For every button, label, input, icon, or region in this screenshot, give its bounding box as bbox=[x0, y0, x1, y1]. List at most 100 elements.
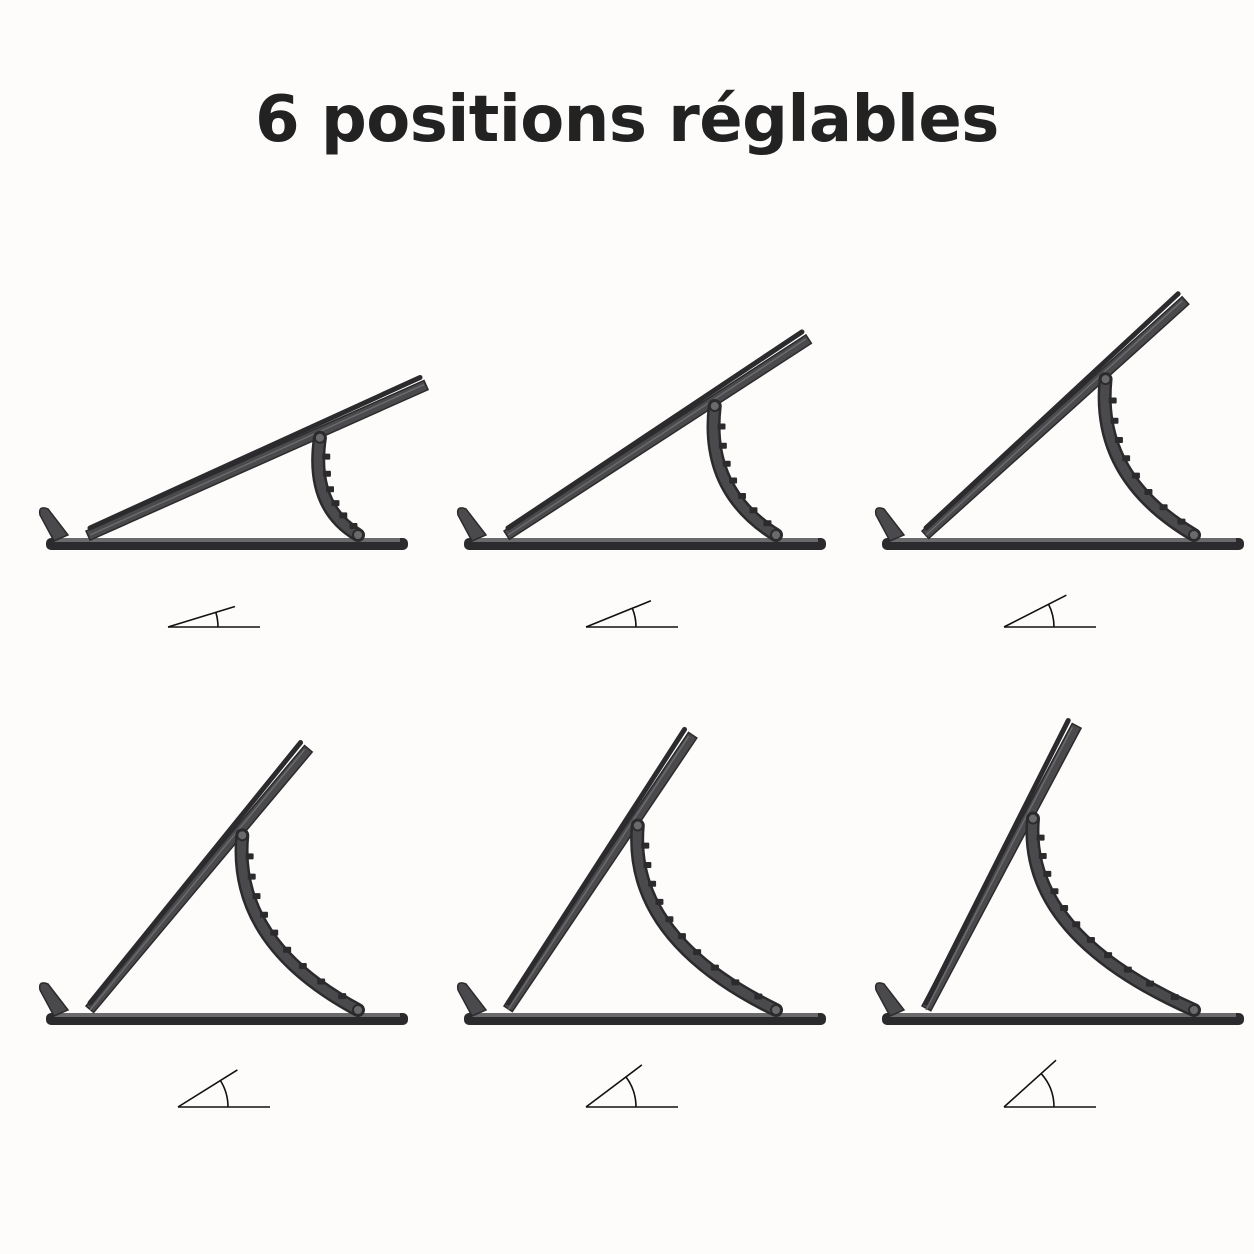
stand-arm-tooth bbox=[1043, 870, 1052, 877]
stand-panel bbox=[502, 731, 698, 1013]
position-6 bbox=[836, 625, 1254, 1108]
stand-arm-tooth bbox=[1170, 994, 1179, 1001]
stand-arm-tooth bbox=[731, 979, 740, 986]
stand-arm-tooth bbox=[1122, 455, 1131, 462]
stand-base-highlight bbox=[472, 538, 818, 542]
stand-arm-tooth bbox=[1104, 952, 1113, 959]
stand-front-lip bbox=[874, 982, 906, 1017]
stand-base-highlight bbox=[890, 1013, 1236, 1017]
stand-arm-tooth bbox=[1036, 834, 1045, 841]
stand-support-arm-face bbox=[632, 821, 781, 1015]
angle-icon bbox=[1003, 594, 1096, 628]
angle-icon-arm bbox=[1003, 1059, 1057, 1108]
stand-arm-tooth bbox=[322, 453, 331, 460]
stand-panel-rail bbox=[87, 375, 423, 531]
stand-pivot-pin bbox=[708, 400, 721, 413]
stand-base-highlight bbox=[472, 1013, 818, 1017]
stand-arm-tooth bbox=[338, 993, 347, 1000]
stand-front-lip bbox=[38, 507, 70, 542]
angle-icon-arc bbox=[625, 1076, 637, 1108]
stand-panel-highlight bbox=[507, 736, 690, 1011]
stand-pivot-pin bbox=[631, 819, 644, 832]
angle-icon-arm bbox=[177, 1069, 238, 1108]
stand-group bbox=[874, 291, 1244, 550]
angle-icon-arc bbox=[1047, 603, 1055, 628]
stand-arm-tooth bbox=[722, 460, 731, 467]
stand-panel bbox=[920, 722, 1083, 1012]
stand-group bbox=[456, 726, 826, 1025]
laptop-stand-illustration bbox=[456, 726, 826, 1108]
stand-front-lip bbox=[456, 507, 488, 542]
stand-support-arm-face bbox=[1027, 814, 1199, 1015]
laptop-stand-illustration bbox=[38, 740, 408, 1108]
stand-panel-rail bbox=[505, 329, 805, 531]
stand-panel-rail bbox=[505, 726, 688, 1006]
stand-arm-tooth bbox=[1144, 488, 1153, 495]
angle-icon-arm bbox=[1003, 594, 1067, 628]
laptop-stand-illustration bbox=[456, 329, 826, 628]
stand-arm-tooth bbox=[349, 523, 358, 530]
stand-panel-highlight bbox=[507, 338, 807, 536]
stand-arm-tooth bbox=[643, 862, 652, 869]
stand-front-lip bbox=[456, 982, 488, 1017]
stand-arm-tooth bbox=[665, 916, 674, 923]
position-3 bbox=[836, 150, 1254, 630]
stand-panel bbox=[84, 744, 314, 1014]
stand-arm-tooth bbox=[247, 873, 256, 880]
stand-arm-tooth bbox=[1146, 980, 1155, 987]
angle-icon-arc bbox=[219, 1080, 229, 1108]
stand-arm-tooth bbox=[1072, 921, 1081, 928]
stand-group bbox=[456, 329, 826, 550]
angle-icon bbox=[585, 600, 678, 628]
position-5 bbox=[418, 625, 836, 1108]
stand-arm-tooth bbox=[729, 477, 738, 484]
stand-arm-tooth bbox=[331, 500, 340, 507]
angle-icon-arm bbox=[585, 600, 652, 628]
stand-front-lip bbox=[38, 982, 70, 1017]
stand-arm-tooth bbox=[718, 442, 727, 449]
stand-arm-tooth bbox=[749, 507, 758, 514]
stand-panel-highlight bbox=[925, 300, 1183, 536]
stand-panel-highlight bbox=[925, 727, 1073, 1011]
stand-arm-tooth bbox=[1050, 888, 1059, 895]
stand-pivot-pin bbox=[352, 1004, 364, 1016]
angle-icon-arm bbox=[167, 605, 236, 628]
stand-arm-tooth bbox=[1131, 472, 1140, 479]
stand-arm-tooth bbox=[1060, 905, 1069, 912]
angle-icon bbox=[1003, 1059, 1096, 1108]
position-4 bbox=[0, 625, 418, 1108]
stand-panel-highlight bbox=[89, 749, 306, 1011]
stand-arm-tooth bbox=[677, 933, 686, 940]
stand-arm-tooth bbox=[317, 978, 326, 985]
laptop-stand-illustration bbox=[874, 291, 1244, 628]
stand-panel-highlight bbox=[89, 383, 425, 536]
stand-panel-rail bbox=[923, 717, 1071, 1006]
stand-arm-tooth bbox=[648, 880, 657, 887]
stand-pivot-pin bbox=[352, 529, 364, 541]
stand-pivot-pin bbox=[236, 829, 249, 842]
stand-support-arm-face bbox=[709, 401, 781, 540]
stand-arm-tooth bbox=[298, 962, 307, 969]
laptop-stand-illustration bbox=[874, 717, 1244, 1108]
stand-panel-rail bbox=[923, 291, 1181, 531]
stand-arm-tooth bbox=[693, 949, 702, 956]
stand-group bbox=[38, 375, 430, 550]
stand-support-arm-face bbox=[1100, 374, 1199, 540]
page-title: 6 positions réglables bbox=[255, 83, 999, 157]
stand-pivot-pin bbox=[1026, 812, 1039, 825]
position-1 bbox=[0, 150, 430, 630]
angle-icon-arc bbox=[631, 607, 637, 628]
stand-arm-tooth bbox=[259, 911, 268, 918]
stand-base-highlight bbox=[890, 538, 1236, 542]
stand-arm-tooth bbox=[1159, 504, 1168, 511]
stand-arm-tooth bbox=[754, 993, 763, 1000]
stand-arm-tooth bbox=[339, 512, 348, 519]
stand-pivot-pin bbox=[770, 529, 782, 541]
stand-pivot-pin bbox=[1188, 1004, 1200, 1016]
position-2 bbox=[418, 150, 836, 630]
stand-arm-tooth bbox=[1110, 417, 1119, 424]
stand-pivot-pin bbox=[313, 431, 326, 444]
stand-arm-tooth bbox=[326, 486, 335, 493]
angle-icon-arm bbox=[585, 1064, 643, 1108]
stand-arm-tooth bbox=[710, 964, 719, 971]
